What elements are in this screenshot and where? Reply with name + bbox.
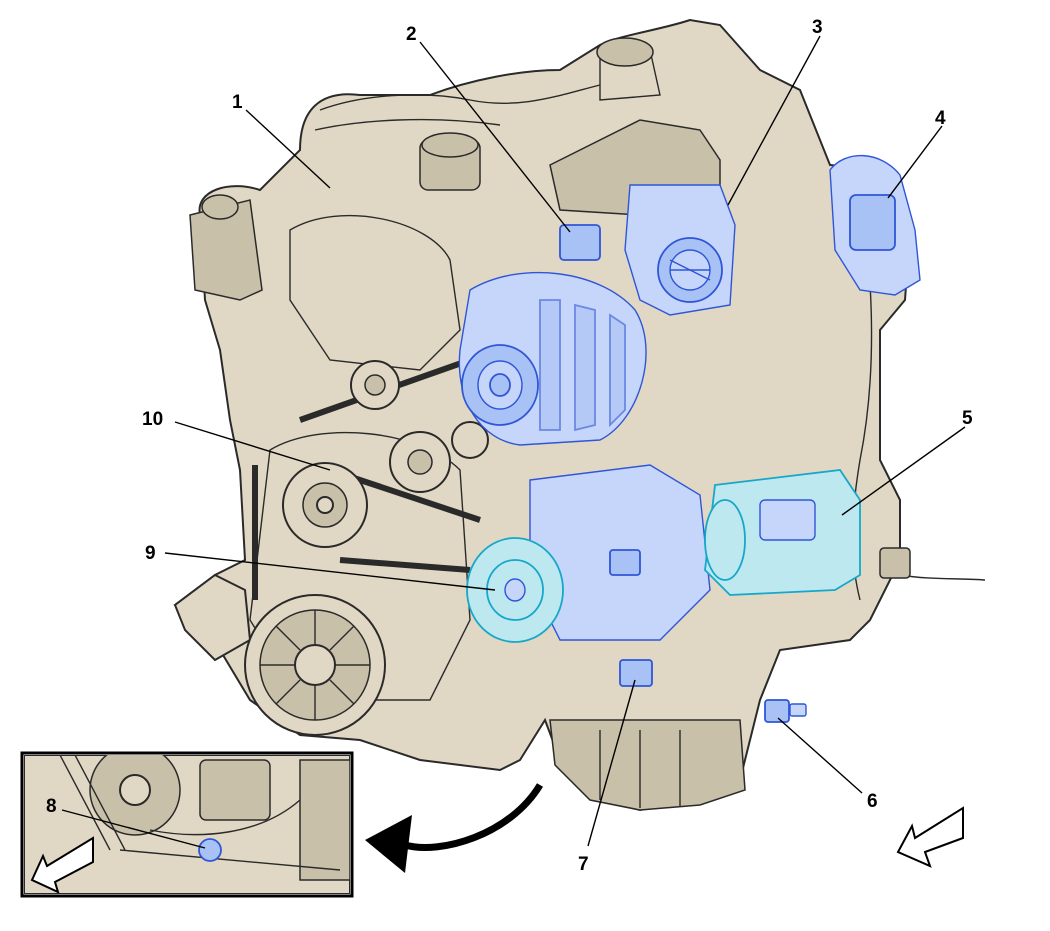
- callout-1: 1: [232, 92, 243, 113]
- callout-4: 4: [935, 108, 946, 129]
- callout-3: 3: [812, 17, 823, 38]
- crankshaft-pulley: [244, 594, 386, 736]
- inset-direction-arrow-icon: [30, 836, 94, 894]
- ac-compressor: [466, 464, 711, 643]
- leader-lines: [61, 35, 966, 849]
- idler-pulleys: [350, 360, 489, 493]
- water-pump-pulley: [282, 462, 368, 548]
- callout-6: 6: [867, 791, 878, 812]
- callout-5: 5: [962, 408, 973, 429]
- callout-labels: 1 2 3 4 5 6 7 8 9 10: [46, 17, 973, 875]
- callout-2: 2: [406, 24, 417, 45]
- throttle-body: [624, 184, 736, 316]
- inset-detail-panel: [20, 751, 354, 898]
- callout-7: 7: [578, 854, 589, 875]
- direction-arrow-icon: [896, 806, 964, 868]
- sensor-connector: [559, 224, 601, 261]
- starter-motor: [704, 469, 861, 596]
- oil-pressure-sensor: [764, 699, 807, 723]
- egr-valve: [829, 154, 921, 296]
- alternator: [458, 271, 647, 446]
- curved-arrow-icon: [365, 783, 543, 873]
- callout-10: 10: [142, 409, 163, 430]
- callout-8: 8: [46, 796, 57, 817]
- oil-level-sensor: [619, 659, 653, 687]
- callout-9: 9: [145, 543, 156, 564]
